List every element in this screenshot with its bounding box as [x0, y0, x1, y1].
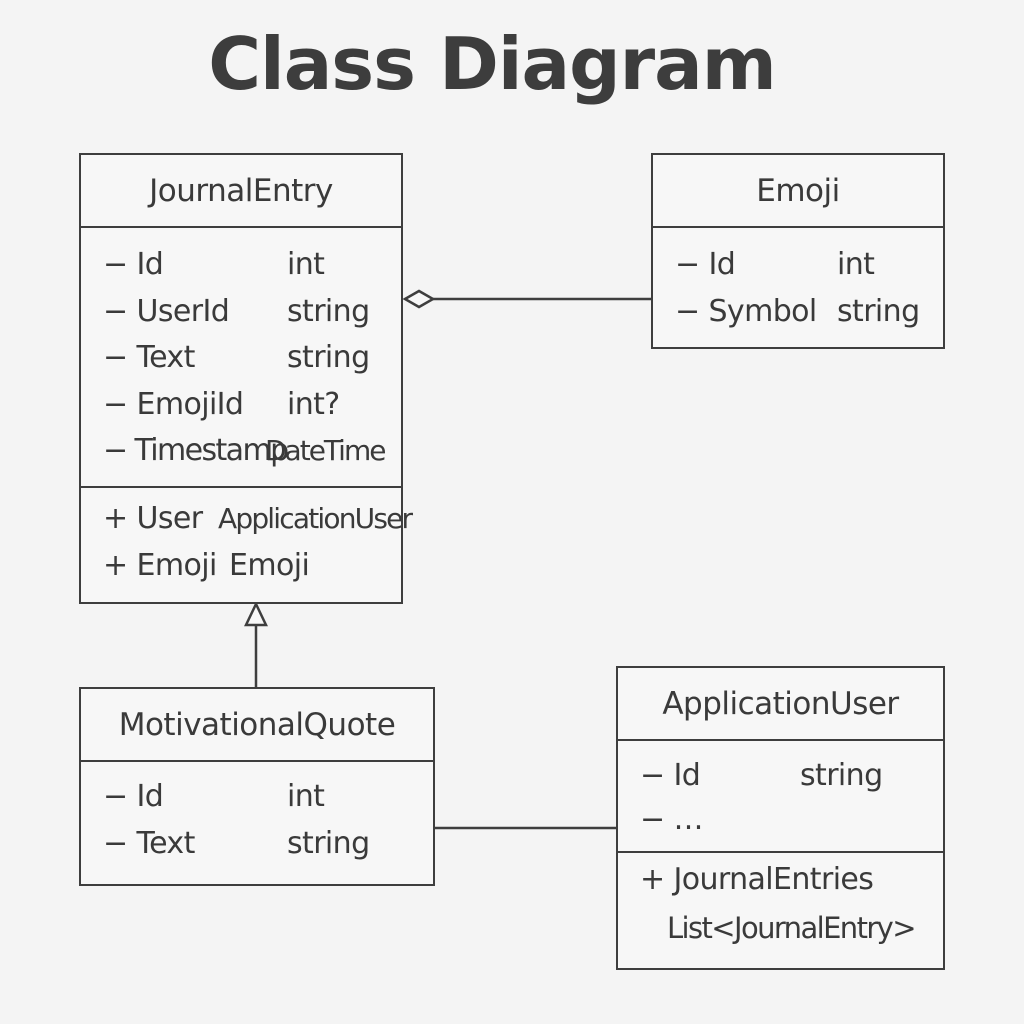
class-name: ApplicationUser [618, 668, 943, 741]
navigation-type-row: List<JournalEntry> [640, 904, 943, 952]
class-name: Emoji [653, 155, 943, 228]
navigations-section: + User ApplicationUser + Emoji Emoji [81, 486, 413, 590]
attributes-section: − Id int − Text string [81, 762, 433, 867]
attribute-name: − EmojiId [103, 386, 244, 422]
attribute-name: − Id [103, 779, 164, 814]
generalization-triangle-icon [244, 601, 268, 627]
navigation-type: ApplicationUser [218, 502, 413, 535]
navigation-row: + Emoji Emoji [103, 543, 401, 590]
navigations-section: + JournalEntries List<JournalEntry> [618, 851, 943, 952]
attribute-row: − … [640, 800, 943, 840]
attribute-type: DateTime [265, 434, 386, 467]
generalization-connector [244, 601, 268, 688]
navigation-name: + Emoji [103, 547, 217, 583]
attribute-type: string [800, 758, 883, 793]
class-name: JournalEntry [81, 155, 401, 228]
attribute-type: string [287, 825, 370, 861]
attribute-name: − Id [640, 758, 701, 793]
class-name: MotivationalQuote [81, 689, 433, 762]
attribute-name: − UserId [103, 293, 230, 329]
navigation-name: + User [103, 501, 203, 536]
aggregation-diamond-icon [402, 289, 436, 309]
attributes-section: − Id int − UserId string − Text string −… [81, 228, 401, 486]
attribute-type: int [287, 779, 325, 814]
attribute-row: − Symbol string [675, 289, 943, 336]
class-emoji[interactable]: Emoji − Id int − Symbol string [651, 153, 945, 349]
attribute-row: − Text string [103, 821, 433, 868]
attribute-type: string [837, 293, 920, 329]
attribute-type: int [287, 247, 325, 282]
attribute-row: − Timestamp DateTime [103, 428, 401, 475]
attribute-row: − Id int [675, 242, 943, 289]
attribute-name: − … [640, 801, 703, 837]
attribute-row: − Id int [103, 242, 401, 289]
diagram-title: Class Diagram [208, 22, 777, 106]
navigation-row: + JournalEntries [640, 856, 943, 904]
class-application-user[interactable]: ApplicationUser − Id string − … + Journa… [616, 666, 945, 970]
attribute-type: int? [287, 386, 340, 422]
attributes-section: − Id int − Symbol string [653, 228, 943, 335]
attribute-row: − EmojiId int? [103, 382, 401, 429]
attribute-type: int [837, 247, 875, 282]
attribute-row: − Id string [640, 753, 943, 800]
attribute-name: − Timestamp [103, 433, 289, 468]
attribute-row: − Text string [103, 335, 401, 382]
class-journal-entry[interactable]: JournalEntry − Id int − UserId string − … [79, 153, 413, 604]
attribute-name: − Text [103, 340, 195, 375]
attribute-name: − Symbol [675, 293, 817, 329]
navigation-type: List<JournalEntry> [667, 911, 917, 945]
navigation-name: + JournalEntries [640, 862, 874, 897]
attributes-section: − Id string − … [618, 741, 943, 851]
attribute-name: − Text [103, 825, 195, 861]
attribute-row: − UserId string [103, 289, 401, 336]
navigation-row: + User ApplicationUser [103, 496, 413, 543]
attribute-name: − Id [103, 247, 164, 282]
attribute-row: − Id int [103, 774, 433, 821]
attribute-name: − Id [675, 247, 736, 282]
attribute-type: string [287, 293, 370, 329]
aggregation-connector [402, 289, 652, 309]
class-motivational-quote[interactable]: MotivationalQuote − Id int − Text string [79, 687, 435, 886]
navigation-type: Emoji [229, 547, 310, 583]
attribute-type: string [287, 340, 370, 375]
